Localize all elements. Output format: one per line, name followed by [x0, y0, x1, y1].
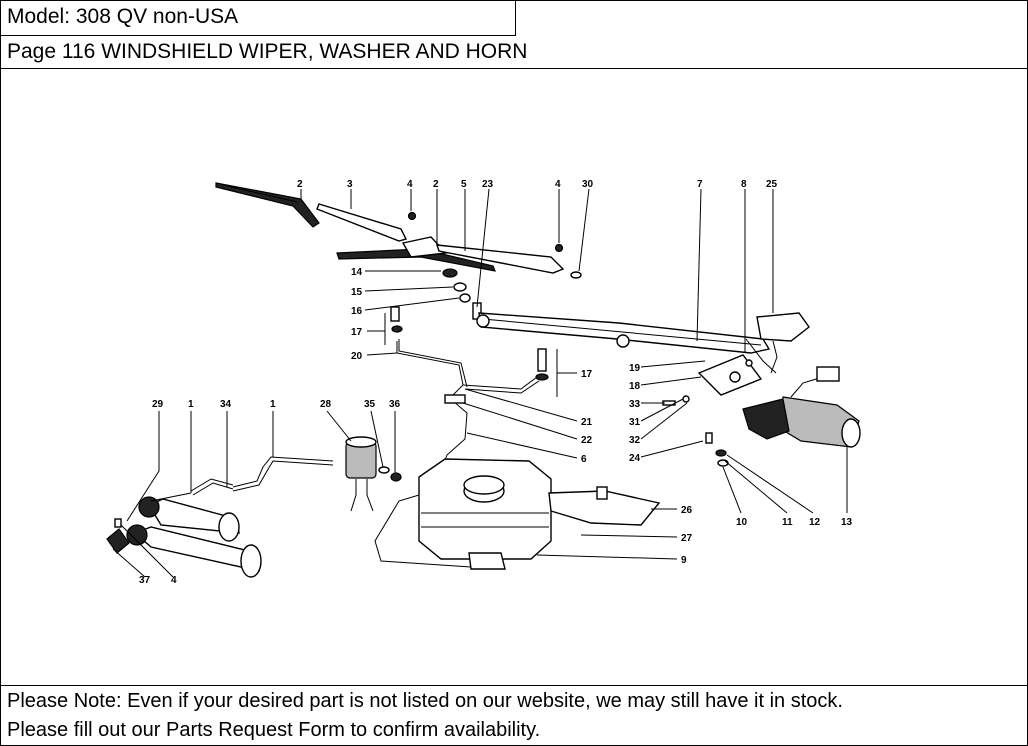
callout-24: 24	[629, 453, 641, 464]
footer-note: Please Note: Even if your desired part i…	[1, 685, 1027, 746]
callout-22: 22	[581, 435, 593, 446]
callout-37: 37	[139, 575, 151, 586]
model-row: Model: 308 QV non-USA	[1, 1, 516, 36]
pivot-hardware	[442, 268, 482, 320]
wiper-relay	[756, 312, 810, 374]
callout-13: 13	[841, 517, 853, 528]
callout-18: 18	[629, 381, 641, 392]
callout-23: 23	[482, 179, 494, 190]
callout-4b: 4	[555, 179, 561, 190]
callout-33: 33	[629, 399, 641, 410]
callout-1b: 1	[270, 399, 276, 410]
callout-2: 2	[297, 179, 303, 190]
page-title: Page 116 WINDSHIELD WIPER, WASHER AND HO…	[7, 40, 528, 63]
wiper-blade-upper	[215, 182, 320, 228]
callout-36: 36	[389, 399, 401, 410]
callout-3: 3	[347, 179, 353, 190]
note-line-1: Please Note: Even if your desired part i…	[7, 690, 843, 712]
parts-diagram: 2 3 4 2 5 23 4 30 7 8 25 14 15 16 17 20 …	[1, 69, 1027, 684]
model-title: Model: 308 QV non-USA	[7, 5, 239, 28]
wiper-arm-lower	[435, 243, 582, 279]
page-row: Page 116 WINDSHIELD WIPER, WASHER AND HO…	[1, 36, 1027, 69]
callout-10: 10	[736, 517, 748, 528]
callout-35: 35	[364, 399, 376, 410]
wiper-linkage	[476, 312, 777, 374]
parts-diagram-svg: 2 3 4 2 5 23 4 30 7 8 25 14 15 16 17 20 …	[106, 179, 861, 586]
callout-20: 20	[351, 351, 363, 362]
callout-31: 31	[629, 417, 641, 428]
callout-6: 6	[581, 454, 587, 465]
callout-15: 15	[351, 287, 363, 298]
washer-pump	[232, 436, 402, 512]
callout-7: 7	[697, 179, 703, 190]
callout-29: 29	[152, 399, 164, 410]
wiper-motor	[742, 366, 861, 448]
callout-21: 21	[581, 417, 593, 428]
washer-reservoir	[374, 458, 661, 570]
callout-2b: 2	[433, 179, 439, 190]
callout-27: 27	[681, 533, 693, 544]
callout-4c: 4	[171, 575, 177, 586]
wiper-blade-lower	[336, 236, 496, 272]
note-line-2: Please fill out our Parts Request Form t…	[7, 719, 541, 741]
callout-4: 4	[407, 179, 413, 190]
callout-19: 19	[629, 363, 641, 374]
callout-12: 12	[809, 517, 821, 528]
callout-34: 34	[220, 399, 232, 410]
callout-labels: 2 3 4 2 5 23 4 30 7 8 25 14 15 16 17 20 …	[139, 179, 853, 586]
callout-17b: 17	[581, 369, 593, 380]
callout-11: 11	[782, 517, 793, 528]
leader-lines	[112, 188, 848, 578]
callout-30: 30	[582, 179, 594, 190]
callout-17: 17	[351, 327, 363, 338]
wiper-arm-upper	[316, 203, 417, 242]
callout-25: 25	[766, 179, 778, 190]
callout-8: 8	[741, 179, 747, 190]
callout-9: 9	[681, 555, 687, 566]
callout-5: 5	[461, 179, 467, 190]
motor-fasteners	[662, 395, 729, 467]
callout-14: 14	[351, 267, 363, 278]
motor-bracket	[697, 354, 763, 396]
callout-1: 1	[188, 399, 194, 410]
callout-16: 16	[351, 306, 363, 317]
horns	[106, 478, 262, 578]
callout-28: 28	[320, 399, 332, 410]
callout-26: 26	[681, 505, 693, 516]
callout-32: 32	[629, 435, 641, 446]
